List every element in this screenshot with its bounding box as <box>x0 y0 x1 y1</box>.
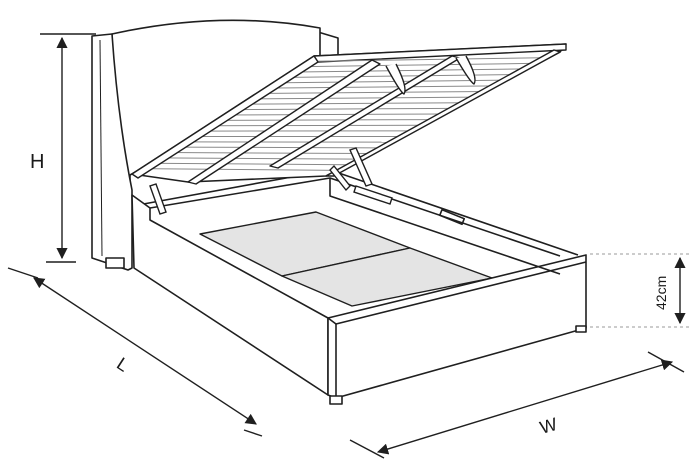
slat-line <box>140 168 337 171</box>
headboard-foot <box>105 257 125 269</box>
frame-foot <box>575 325 587 333</box>
slat-line <box>256 90 486 95</box>
slat-line <box>165 152 369 154</box>
slat-line <box>173 146 380 149</box>
slat-line <box>297 62 539 68</box>
lift-handle-slot <box>438 208 466 226</box>
slat-line <box>305 57 550 62</box>
length-dimension <box>7 267 263 437</box>
base-height-label: 42cm <box>653 276 669 310</box>
base-height-dimension <box>590 253 690 328</box>
lifted-slat-platform <box>131 43 567 185</box>
slat-line <box>148 162 348 166</box>
gas-strut-brackets <box>385 55 476 95</box>
width-label: W <box>538 414 560 438</box>
gas-struts <box>149 147 393 215</box>
height-dimension <box>40 33 96 263</box>
slat-line <box>239 102 465 105</box>
slat-line <box>222 113 444 116</box>
length-label: L <box>113 353 132 375</box>
slat-line <box>264 85 497 89</box>
height-label: H <box>30 151 44 173</box>
slat-line <box>156 157 358 160</box>
slat-line <box>231 107 454 111</box>
slat-line <box>272 79 507 84</box>
width-dimension <box>349 351 685 459</box>
platform-rails <box>131 49 561 185</box>
frame-foot <box>329 395 343 405</box>
slat-line <box>289 68 529 73</box>
slat-line <box>214 119 433 121</box>
slat-line <box>247 96 475 100</box>
platform-slats <box>140 57 550 171</box>
